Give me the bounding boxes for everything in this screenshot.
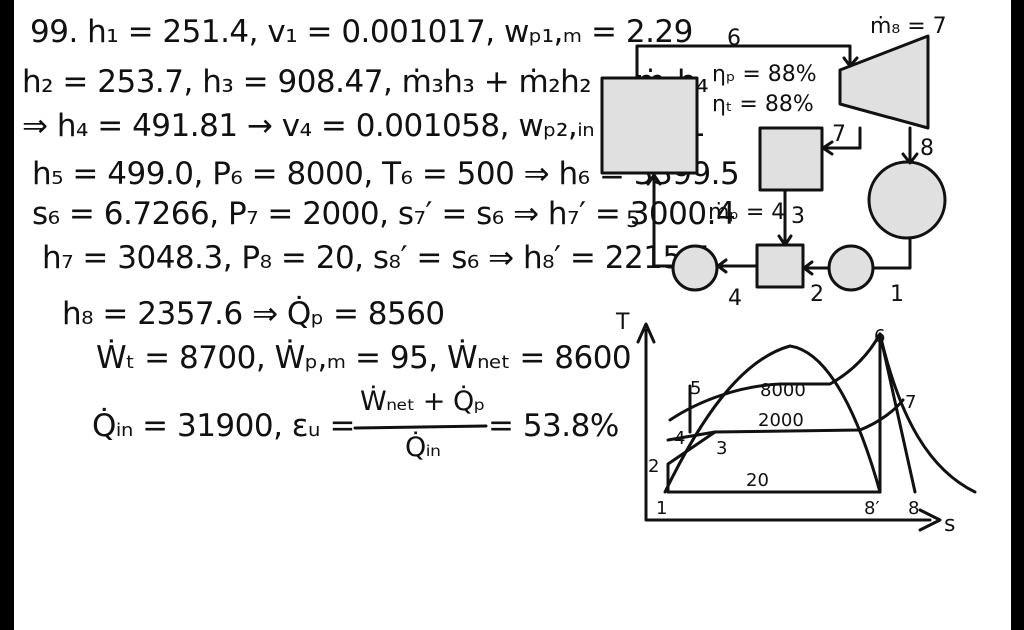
saturation-dome xyxy=(663,344,882,494)
arrow-into-condenser xyxy=(901,152,919,165)
efficiency-result: = 53.8% xyxy=(488,408,619,444)
solution-line-8: Ẇₜ = 8700, Ẇₚ,ₘ = 95, Ẇₙₑₜ = 8600 xyxy=(96,340,632,376)
pump-2-circle xyxy=(671,244,719,292)
boiler-box xyxy=(600,76,699,175)
t-axis-arrow xyxy=(636,322,656,344)
isobar-8000-label: 8000 xyxy=(760,380,806,401)
mixing-chamber-box xyxy=(755,243,805,289)
solution-line-9: Q̇ᵢₙ = 31900, εᵤ = xyxy=(92,408,355,444)
line-1-condenser-to-pump xyxy=(872,236,912,270)
ts-point-5: 5 xyxy=(690,378,702,399)
fraction-bar xyxy=(353,424,488,430)
state-4-label: 4 xyxy=(728,286,742,311)
ts-point-7: 7 xyxy=(905,392,917,413)
ts-point-8prime: 8′ xyxy=(864,498,880,519)
isobar-8000 xyxy=(668,332,882,422)
solution-line-1: 99. h₁ = 251.4, v₁ = 0.001017, wₚ₁,ₘ = 2… xyxy=(30,14,693,50)
state-1-label: 1 xyxy=(890,282,904,307)
arrow-into-heater xyxy=(821,140,834,156)
isobar-2000-label: 2000 xyxy=(758,410,804,431)
efficiency-denominator: Q̇ᵢₙ xyxy=(405,432,441,463)
ts-point-6: 6 xyxy=(874,326,886,347)
state-6-label: 6 xyxy=(727,26,741,51)
solution-line-5: s₆ = 6.7266, P₇ = 2000, s₇′ = s₆ ⇒ h₇′ =… xyxy=(32,196,736,232)
process-flow-label: ṁₚ = 4 xyxy=(708,200,786,225)
pump-efficiency-label: ηₚ = 88% xyxy=(712,62,817,87)
line-5-pump-to-boiler xyxy=(652,174,675,268)
s-axis-arrow xyxy=(918,508,942,532)
pump-1-circle xyxy=(827,244,875,292)
actual-expansion-6-8 xyxy=(878,332,917,494)
line-6-boiler-to-turbine xyxy=(635,44,852,80)
arrow-into-turbine xyxy=(842,56,859,68)
solution-line-2: h₂ = 253.7, h₃ = 908.47, ṁ₃h₃ + ṁ₂h₂ = ṁ… xyxy=(22,64,709,100)
solution-line-6: h₇ = 3048.3, P₈ = 20, s₈′ = s₆ ⇒ h₈′ = 2… xyxy=(42,240,711,276)
arrow-into-mixer-2 xyxy=(802,260,814,276)
state-8-label: 8 xyxy=(920,136,934,161)
ts-s-axis-label: s xyxy=(944,512,956,537)
turbine-shape xyxy=(838,34,930,130)
line-7-turbine-to-heater xyxy=(822,126,862,150)
efficiency-numerator: Ẇₙₑₜ + Q̇ₚ xyxy=(360,386,485,417)
state-2-label: 2 xyxy=(810,282,824,307)
condenser-circle xyxy=(867,160,947,240)
superheat-isobar-tail xyxy=(878,332,977,494)
arrow-into-pump-2 xyxy=(716,258,728,274)
turbine-efficiency-label: ηₜ = 88% xyxy=(712,92,814,117)
ts-axes xyxy=(644,328,932,522)
state-5-label: 5 xyxy=(626,208,640,233)
arrow-into-boiler xyxy=(646,173,662,186)
ts-point-2: 2 xyxy=(648,456,660,477)
process-heater-box xyxy=(758,126,824,192)
solution-line-7: h₈ = 2357.6 ⇒ Q̇ₚ = 8560 xyxy=(62,296,445,332)
ts-point-4: 4 xyxy=(674,428,686,449)
ts-point-3: 3 xyxy=(716,438,728,459)
liquid-line-2-3 xyxy=(666,430,717,494)
solution-line-3: ⇒ h₄ = 491.81 → v₄ = 0.001058, wₚ₂,ᵢₙ = … xyxy=(22,108,706,144)
state-7-label: 7 xyxy=(832,122,846,147)
ts-t-axis-label: T xyxy=(616,310,630,335)
turbine-flow-label: ṁ₈ = 7 xyxy=(870,14,947,39)
arrow-into-mixer-3 xyxy=(777,234,793,247)
state-3-label: 3 xyxy=(791,204,805,229)
ts-point-8: 8 xyxy=(908,498,920,519)
ts-point-1: 1 xyxy=(656,498,668,519)
isobar-20-label: 20 xyxy=(746,470,769,491)
